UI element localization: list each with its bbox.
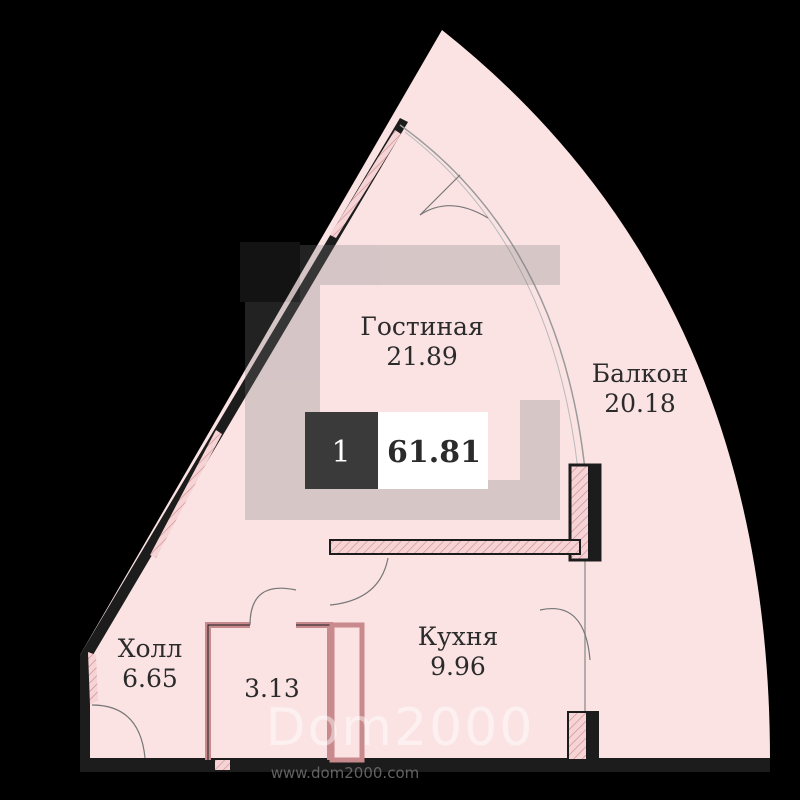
balcony-glazing <box>399 124 586 760</box>
door-leaf <box>419 174 461 216</box>
bath-shaft <box>329 622 365 763</box>
room-area-balcony: 20.18 <box>604 389 676 418</box>
watermark-text: Dom2000 <box>266 698 535 758</box>
room-area-kitchen: 9.96 <box>430 652 486 681</box>
room-area-bath: 3.13 <box>244 674 300 703</box>
room-name-kitchen: Кухня <box>418 622 499 651</box>
room-area-living: 21.89 <box>386 342 458 371</box>
balcony-glazing-inner <box>404 131 579 471</box>
room-area-hall: 6.65 <box>122 664 178 693</box>
badge-area-box <box>378 412 488 489</box>
room-name-balcony: Балкон <box>592 359 689 388</box>
door-swing <box>249 587 297 626</box>
door-swing <box>329 557 389 606</box>
door-swing <box>539 608 591 661</box>
room-name-living: Гостиная <box>360 312 483 341</box>
bottom-wall <box>80 758 770 772</box>
door-swing <box>419 205 489 219</box>
floor-area <box>80 30 770 760</box>
room-name-hall: Холл <box>118 634 183 663</box>
window-segment <box>150 430 222 558</box>
badge-rooms-count: 1 <box>331 435 350 470</box>
badge-rooms-box <box>305 412 378 489</box>
kitchen-column-dark <box>586 712 598 760</box>
watermark-logo <box>240 242 560 520</box>
apartment-badge: 1 61.81 <box>305 412 488 489</box>
badge-total-area: 61.81 <box>387 435 481 470</box>
window-segment <box>88 652 98 705</box>
wall-column-dark <box>588 465 600 560</box>
bottom-wall-hatch <box>215 760 230 770</box>
window-segment <box>330 130 401 238</box>
entrance-door-swing <box>91 704 146 759</box>
partition-wall <box>329 539 581 555</box>
watermark-url: www.dom2000.com <box>271 764 419 782</box>
